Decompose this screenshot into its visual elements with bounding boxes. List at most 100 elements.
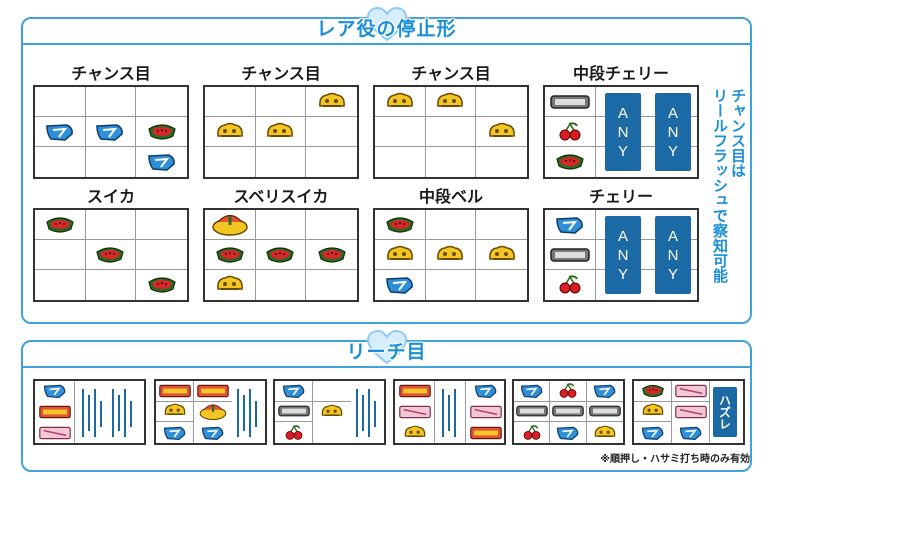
reel-grid — [203, 208, 359, 302]
bonus-emblem-icon — [210, 213, 250, 237]
group-title: 中段チェリー — [572, 64, 669, 83]
any-reel-lines — [237, 389, 257, 437]
reach-grid — [156, 381, 232, 443]
reach-panel-header — [23, 342, 750, 368]
bell-icon — [385, 245, 415, 265]
blue-seven-icon — [593, 383, 617, 399]
reach-panel-title: リーチ目 — [346, 341, 427, 363]
bell-icon — [265, 122, 295, 142]
reach-grid — [465, 381, 505, 443]
bell-icon — [435, 92, 465, 112]
cherry-icon — [555, 122, 585, 142]
blue-seven-icon — [45, 122, 75, 142]
blue-seven-icon — [201, 425, 225, 441]
cherry-icon — [556, 383, 580, 399]
group-chance-3: チャンス目 — [373, 63, 529, 179]
reach-grid — [35, 381, 75, 443]
group-title: チャンス目 — [71, 64, 151, 83]
group-chance-1: チャンス目 — [33, 63, 189, 179]
any-letter: N — [617, 123, 629, 141]
blue-seven-icon — [520, 383, 544, 399]
bell-icon — [403, 425, 427, 441]
bonus-emblem-icon — [196, 403, 230, 421]
bonus-bar-icon — [196, 383, 230, 399]
blue-seven-icon — [555, 215, 585, 235]
rare-title-wrap: レア役の停止形 — [287, 7, 487, 43]
watermelon-icon — [147, 275, 177, 295]
blue-seven-icon — [385, 275, 415, 295]
watermelon-icon — [385, 215, 415, 235]
watermelon-icon — [215, 245, 245, 265]
hazure-badge: ハズレ — [713, 387, 737, 437]
watermelon-icon — [45, 215, 75, 235]
bell-icon — [487, 122, 517, 142]
bonus-bar-icon — [469, 425, 503, 441]
bell-icon — [435, 245, 465, 265]
group-title: スイカ — [86, 187, 135, 206]
reach-pattern-5 — [512, 379, 625, 445]
group-chance-2: チャンス目 — [203, 63, 359, 179]
pink-bar-icon — [38, 425, 72, 441]
group-title: チャンス目 — [241, 64, 321, 83]
group-title: チェリー — [588, 187, 653, 206]
any-letter: Y — [617, 142, 628, 160]
reel-grid — [33, 85, 189, 179]
blue-seven-icon — [147, 152, 177, 172]
blue-seven-icon — [641, 425, 665, 441]
watermelon-icon — [641, 383, 665, 399]
group-title: スベリスイカ — [233, 187, 329, 206]
rare-panel-title: レア役の停止形 — [316, 18, 457, 40]
bell-icon — [593, 425, 617, 441]
bar-icon — [551, 403, 585, 419]
watermelon-icon — [555, 152, 585, 172]
reach-pattern-3 — [273, 379, 386, 445]
bell-icon — [641, 403, 665, 419]
bonus-bar-icon — [158, 383, 192, 399]
any-letter: Y — [667, 265, 678, 283]
bonus-bar-icon — [398, 383, 432, 399]
reel-grid — [373, 85, 529, 179]
any-letter: Y — [667, 142, 678, 160]
any-reel-lines — [442, 389, 456, 437]
any-reel-lines — [356, 389, 376, 437]
reel-grid — [203, 85, 359, 179]
blue-seven-icon — [95, 122, 125, 142]
chance-note-line2: リールフラッシュで察知可能 — [711, 88, 729, 283]
bell-icon — [163, 403, 187, 419]
reel-grid — [373, 208, 529, 302]
reach-grid — [395, 381, 435, 443]
reach-grid — [634, 381, 710, 443]
blue-seven-icon — [43, 383, 67, 399]
reach-footnote: ※順押し・ハサミ打ち時のみ有効 — [600, 454, 750, 465]
bar-icon — [550, 92, 590, 112]
any-letter: N — [667, 246, 679, 264]
group-title: チャンス目 — [411, 64, 491, 83]
any-letter: A — [667, 227, 678, 245]
heart-icon — [366, 330, 407, 365]
watermelon-icon — [147, 122, 177, 142]
bell-icon — [215, 275, 245, 295]
rare-panel-header — [23, 19, 750, 45]
watermelon-icon — [95, 245, 125, 265]
blue-seven-icon — [679, 425, 703, 441]
cherry-icon — [520, 425, 544, 441]
bell-icon — [320, 404, 344, 420]
reach-pattern-6: ハズレ — [632, 379, 745, 445]
bar-icon — [588, 403, 622, 419]
heart-icon — [366, 7, 407, 42]
bell-icon — [215, 122, 245, 142]
watermelon-icon — [317, 245, 347, 265]
any-letter: A — [617, 227, 628, 245]
any-letter: A — [617, 104, 628, 122]
bell-icon — [487, 245, 517, 265]
reach-title-wrap: リーチ目 — [287, 330, 487, 366]
cherry-icon — [282, 425, 306, 441]
bonus-bar-icon — [38, 404, 72, 420]
group-suberi-suika: スベリスイカ — [203, 186, 359, 302]
